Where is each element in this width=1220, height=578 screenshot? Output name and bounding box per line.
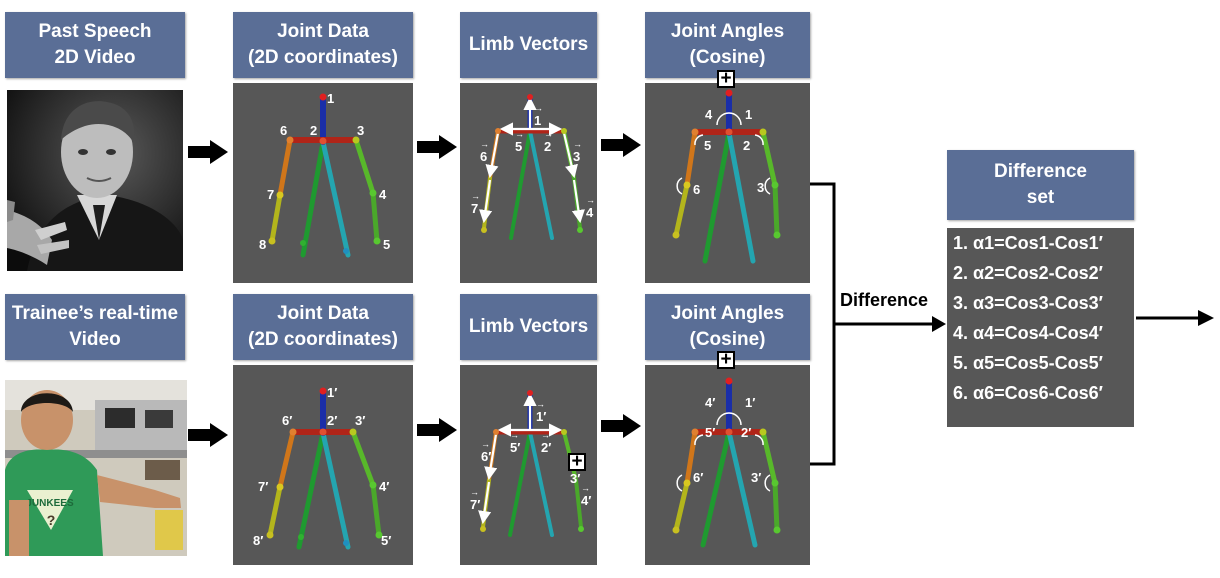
- joint-angles-panel-bottom: 1′ 2′ 3′ 4′ 5′ 6′: [645, 365, 810, 565]
- arrow-photo-to-joints-bottom: [188, 423, 228, 447]
- arrow-joints-to-vectors-bottom: [417, 418, 457, 442]
- joint-label-7: 7: [267, 187, 275, 202]
- plus-icon-joint-angles-top: +: [717, 69, 735, 88]
- angle-label-5: 5: [704, 138, 712, 153]
- angle-label-4: 4: [705, 107, 713, 122]
- vector-label-6-prime: 6′: [481, 440, 491, 464]
- difference-item-6: 6. α6=Cos6-Cos6′: [953, 383, 1103, 403]
- limb-vectors-panel-top: 1 2 3 4 5 6 7: [460, 83, 597, 283]
- angle-label-6-prime: 6′: [693, 470, 704, 485]
- vector-label-7: 7: [471, 192, 480, 216]
- angle-label-5-prime: 5′: [705, 425, 716, 440]
- header-joint-data-bottom: Joint Data (2D coordinates): [233, 294, 413, 360]
- vector-label-1: 1: [534, 104, 543, 128]
- joint-label-6-prime: 6′: [282, 413, 293, 428]
- angle-label-6: 6: [693, 182, 701, 197]
- plus-icon-limb-vectors: +: [568, 452, 586, 471]
- header-joint-angles-top: Joint Angles (Cosine): [645, 12, 810, 78]
- header-limb-vectors-bottom: Limb Vectors: [460, 294, 597, 360]
- difference-item-2: 2. α2=Cos2-Cos2′: [953, 263, 1103, 283]
- vector-label-6: 6: [480, 140, 489, 164]
- joint-label-3-prime: 3′: [355, 413, 366, 428]
- vector-label-3-prime: 3′: [570, 462, 580, 486]
- vector-label-5: 5: [515, 130, 524, 154]
- vector-label-5-prime: 5′: [510, 431, 520, 455]
- joint-label-1: 1: [327, 91, 335, 106]
- arrow-photo-to-joints-top: [188, 140, 228, 164]
- vector-label-2-prime: 2′: [541, 431, 551, 455]
- angle-label-2-prime: 2′: [741, 425, 752, 440]
- header-joint-data-top: Joint Data (2D coordinates): [233, 12, 413, 78]
- joint-label-4: 4: [379, 187, 387, 202]
- difference-bracket: [810, 182, 946, 466]
- trainee-photo: JUNKEES ?: [5, 380, 187, 556]
- joint-label-2: 2: [310, 123, 318, 138]
- output-arrow: [1136, 310, 1214, 326]
- joint-label-8: 8: [259, 237, 267, 252]
- joint-label-1-prime: 1′: [327, 385, 338, 400]
- joint-data-panel-bottom: 1′ 2′ 3′ 4′ 5′ 6′ 7′ 8′: [233, 365, 413, 565]
- vector-label-7-prime: 7′: [470, 488, 480, 512]
- joint-angles-panel-top: 1 2 3 4 5 6: [645, 83, 810, 283]
- angle-label-2: 2: [743, 138, 751, 153]
- difference-label: Difference: [840, 290, 929, 310]
- angle-label-1: 1: [745, 107, 753, 122]
- limb-vectors-panel-bottom: 1′ 2′ 3′ 4′ 5′ 6′ 7′ +: [460, 365, 597, 565]
- header-difference-set: Difference set: [947, 150, 1134, 220]
- header-past-speech-video: Past Speech 2D Video: [5, 12, 185, 78]
- difference-item-5: 5. α5=Cos5-Cos5′: [953, 353, 1103, 373]
- svg-text:JUNKEES: JUNKEES: [26, 498, 74, 509]
- vector-label-4: 4: [586, 196, 595, 220]
- vector-label-2: 2: [544, 130, 553, 154]
- header-limb-vectors-top: Limb Vectors: [460, 12, 597, 78]
- joint-label-3: 3: [357, 123, 365, 138]
- joint-label-2-prime: 2′: [327, 413, 338, 428]
- joint-label-5-prime: 5′: [381, 533, 392, 548]
- angle-label-1-prime: 1′: [745, 395, 756, 410]
- past-speech-photo: [7, 90, 183, 271]
- plus-icon-joint-angles-bottom: +: [717, 350, 735, 369]
- difference-item-4: 4. α4=Cos4-Cos4′: [953, 323, 1103, 343]
- header-trainee-video: Trainee’s real-time Video: [5, 294, 185, 360]
- joint-label-6: 6: [280, 123, 288, 138]
- joint-label-7-prime: 7′: [258, 479, 269, 494]
- vector-label-3: 3: [573, 140, 582, 164]
- vector-label-4-prime: 4′: [581, 484, 591, 508]
- difference-list: 1. α1=Cos1-Cos1′ 2. α2=Cos2-Cos2′ 3. α3=…: [947, 228, 1134, 427]
- joint-data-panel-top: 1 2 3 4 5 6 7 8: [233, 83, 413, 283]
- joint-label-8-prime: 8′: [253, 533, 264, 548]
- angle-label-4-prime: 4′: [705, 395, 716, 410]
- svg-text:?: ?: [47, 512, 56, 528]
- vector-label-1-prime: 1′: [536, 400, 546, 424]
- angle-label-3-prime: 3′: [751, 470, 762, 485]
- arrow-vectors-to-angles-top: [601, 133, 641, 157]
- joint-label-4-prime: 4′: [379, 479, 390, 494]
- angle-label-3: 3: [757, 180, 765, 195]
- joint-label-5: 5: [383, 237, 391, 252]
- arrow-joints-to-vectors-top: [417, 135, 457, 159]
- header-joint-angles-bottom: Joint Angles (Cosine): [645, 294, 810, 360]
- difference-item-1: 1. α1=Cos1-Cos1′: [953, 233, 1103, 253]
- arrow-vectors-to-angles-bottom: [601, 414, 641, 438]
- difference-item-3: 3. α3=Cos3-Cos3′: [953, 293, 1103, 313]
